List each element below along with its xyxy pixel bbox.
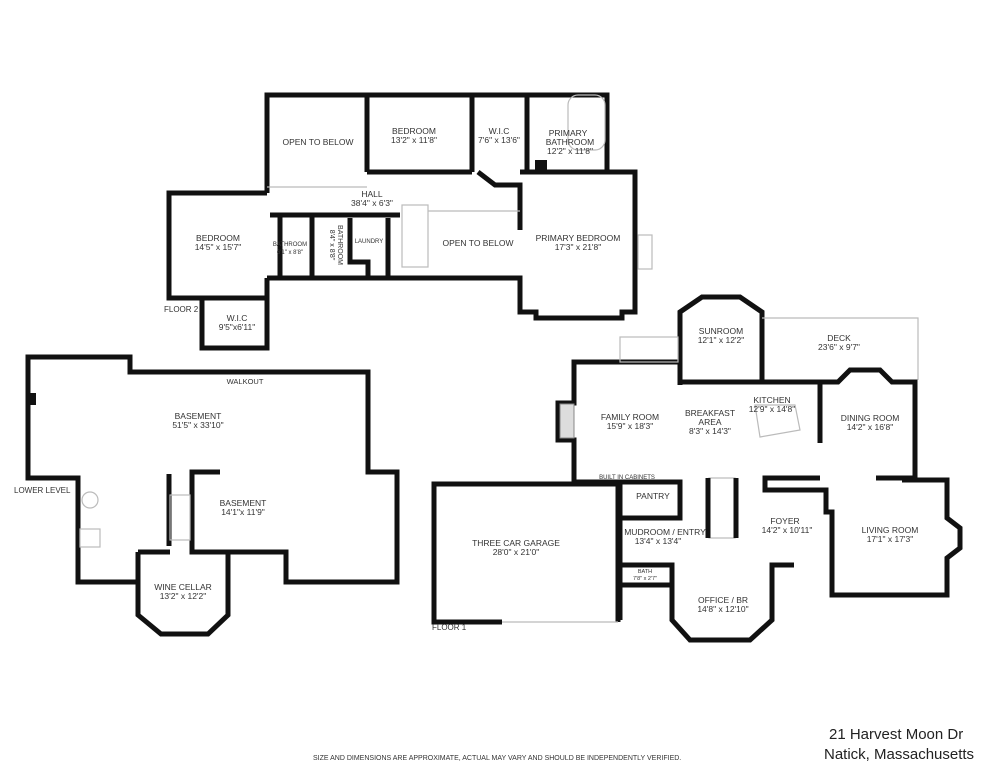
room-name: BUILT IN CABINETS — [599, 475, 655, 481]
room-name: DECK — [827, 333, 851, 343]
address-line-1: 21 Harvest Moon Dr — [829, 726, 963, 743]
wall — [476, 170, 523, 230]
room-name: MUDROOM / ENTRY — [624, 527, 706, 537]
room-dims: 8'4" x 8'8" — [328, 230, 335, 261]
basement-outer-wall — [25, 354, 400, 585]
room-name: BATHROOM — [336, 225, 343, 265]
floor2-wic-wall — [199, 298, 270, 351]
deck-stairs — [619, 336, 679, 363]
room-dims: 14'2" x 10'11" — [762, 525, 813, 535]
floor-1-label: FLOOR 1 — [432, 623, 467, 632]
room-name: PRIMARY — [549, 128, 588, 138]
room-name: BATH — [638, 569, 652, 575]
room-name: BREAKFAST — [685, 408, 735, 418]
foyer-wall — [762, 475, 835, 568]
room-name: LAUNDRY — [355, 239, 384, 245]
room-name: BATHROOM — [273, 242, 307, 248]
room-dims: 14'5" x 15'7" — [195, 242, 242, 252]
room-name: AREA — [698, 417, 721, 427]
stairs — [401, 204, 429, 268]
room-name: HALL — [361, 189, 383, 199]
fireplace — [559, 403, 575, 439]
room-dims: 7'8" x 2'7" — [633, 576, 657, 582]
office-wall — [620, 562, 794, 643]
wine-cellar-wall — [135, 469, 231, 637]
room-name: FOYER — [770, 516, 799, 526]
room-dims: 12'9" x 14'8" — [749, 404, 796, 414]
room-dims: 51'5" x 33'10" — [172, 420, 223, 430]
room-name: OPEN TO BELOW — [282, 137, 353, 147]
room-dims: 14'2" x 16'8" — [847, 422, 894, 432]
room-dims: 17'1" x 17'3" — [867, 534, 914, 544]
floor2-left-bedroom-wall — [166, 190, 270, 301]
room-name: PANTRY — [636, 491, 670, 501]
room-dims: 9'5"x6'11" — [219, 322, 256, 332]
room-dims: 13'2" x 11'8" — [391, 135, 437, 145]
room-name: BASEMENT — [220, 498, 267, 508]
bathtub — [567, 94, 606, 151]
room-name: BEDROOM — [392, 126, 436, 136]
stairs — [169, 494, 191, 541]
room-dims: 12'2" x 11'8" — [547, 146, 593, 156]
room-name: WINE CELLAR — [154, 582, 212, 592]
room-name: OPEN TO BELOW — [442, 238, 513, 248]
chimney — [535, 160, 547, 174]
lower-level-label: LOWER LEVEL — [14, 486, 71, 495]
dining-room-wall — [820, 367, 918, 481]
room-name: LIVING ROOM — [862, 525, 919, 535]
lower-level-plan: LOWER LEVEL WALKOUT BASEMENT 51'5" x 33'… — [14, 354, 400, 637]
room-dims: 23'6" x 9'7" — [818, 342, 860, 352]
address-line-2: Natick, Massachusetts — [824, 746, 974, 763]
room-dims: 13'2" x 12'2" — [160, 591, 207, 601]
room-dims: 38'4" x 6'3" — [351, 198, 393, 208]
room-name: BEDROOM — [196, 233, 240, 243]
floor-2-label: FLOOR 2 — [164, 305, 199, 314]
room-dims: 8'3" x 14'3" — [689, 426, 731, 436]
deck-edge — [762, 317, 919, 380]
room-name: OFFICE / BR — [698, 595, 748, 605]
chimney — [30, 393, 36, 405]
pantry-wall — [574, 479, 683, 620]
disclaimer: SIZE AND DIMENSIONS ARE APPROXIMATE, ACT… — [313, 755, 681, 762]
wall — [347, 218, 371, 278]
fireplace — [637, 234, 653, 270]
room-name: THREE CAR GARAGE — [472, 538, 560, 548]
floor-2-plan: FLOOR 2 OPEN TO BELOW BEDROOM 13'2" x 11… — [164, 92, 653, 351]
room-name: SUNROOM — [699, 326, 743, 336]
room-dims: 13'4" x 13'4" — [635, 536, 682, 546]
room-dims: 12'1" x 12'2" — [698, 335, 745, 345]
sunroom-wall — [677, 294, 765, 382]
room-name: KITCHEN — [753, 395, 790, 405]
room-name: PRIMARY BEDROOM — [536, 233, 621, 243]
room-dims: 14'1"x 11'9" — [221, 507, 265, 517]
utility-box — [79, 528, 101, 548]
room-dims: 28'0" x 21'0" — [493, 547, 540, 557]
room-dims: 15'9" x 18'3" — [607, 421, 654, 431]
room-name: BATHROOM — [546, 137, 594, 147]
kitchen-island — [754, 404, 801, 438]
floor2-outer-wall — [264, 92, 638, 321]
room-name: W.I.C — [227, 313, 248, 323]
living-room-wall — [829, 477, 963, 598]
room-name: DINING ROOM — [841, 413, 900, 423]
room-dims: 14'8" x 12'10" — [697, 604, 748, 614]
room-dims: 7'6" x 13'6" — [478, 135, 520, 145]
stairs — [708, 477, 736, 539]
floor-1-plan: FLOOR 1 SUNROOM 12'1" x 12'2" DECK 23'6"… — [431, 294, 963, 643]
room-name: FAMILY ROOM — [601, 412, 659, 422]
room-name: BASEMENT — [175, 411, 222, 421]
water-heater — [81, 491, 99, 509]
room-dims: 6'1" x 8'8" — [277, 250, 303, 256]
room-dims: 17'3" x 21'8" — [555, 242, 602, 252]
room-name: W.I.C — [489, 126, 510, 136]
room-name: WALKOUT — [227, 377, 264, 386]
